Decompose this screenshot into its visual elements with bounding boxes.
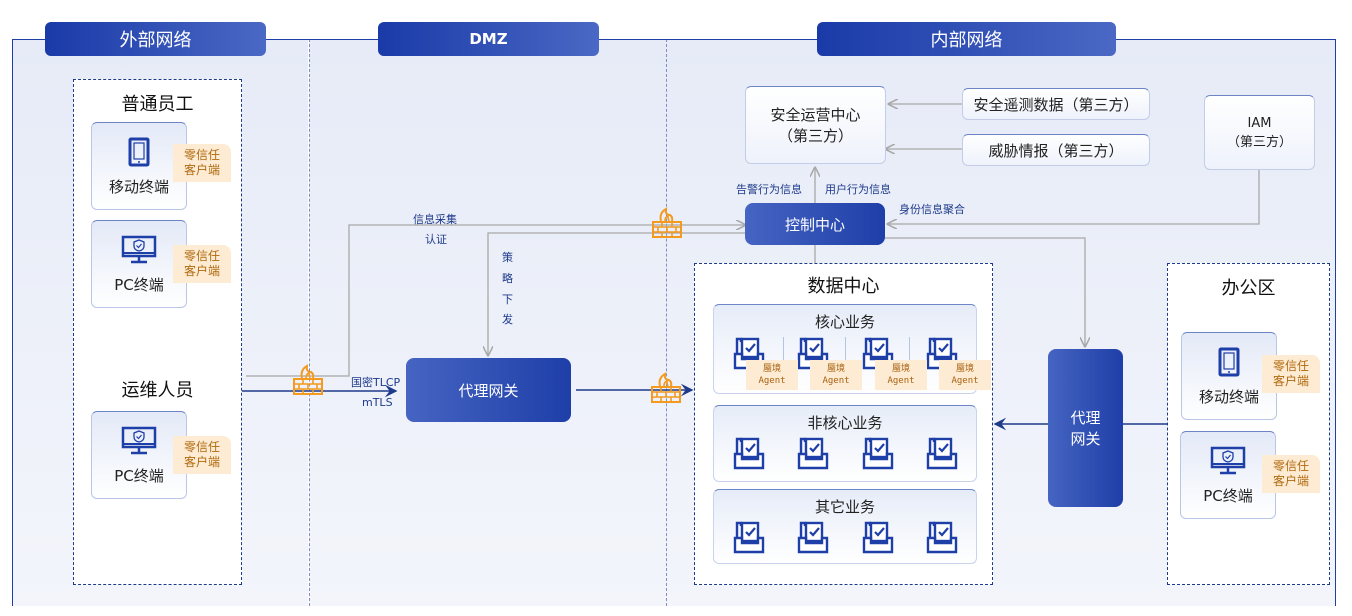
agent-tag-line: 蜃境 [762,364,781,374]
tag-line: 零信任 [183,249,220,263]
tag-line: 客户端 [1272,474,1309,488]
label-protocol-mtls: mTLS [362,396,393,409]
firewall-icon [292,364,324,400]
group-office: 办公区 [1167,263,1330,585]
label-policy-1: 策 [502,251,513,264]
tag-line: 零信任 [183,440,220,454]
agent-tag: 蜃境 Agent [939,360,991,390]
tag-line: 零信任 [1272,459,1309,473]
tablet-icon [1218,347,1240,381]
device-mobile-terminal[interactable]: 移动终端 [91,122,187,210]
agent-tag: 蜃境 Agent [875,360,927,390]
proxy-line2: 网关 [1070,430,1101,448]
biz-group-title: 其它业务 [814,498,875,516]
device-pc-terminal[interactable]: PC终端 [91,220,187,308]
monitor-shield-icon [1210,446,1246,480]
iam-line2: （第三方） [1226,134,1292,150]
device-label: PC终端 [1203,487,1253,505]
zero-trust-client-tag: 零信任 客户端 [173,245,231,283]
firewall-icon [650,372,682,408]
business-server-icon [862,437,894,475]
proxy-gateway-dmz[interactable]: 代理网关 [406,358,571,422]
line-policy [488,232,745,355]
group-title-office: 办公区 [1221,278,1276,299]
telemetry-box[interactable]: 安全遥测数据（第三方） [962,88,1150,120]
soc-line2: （第三方） [777,127,853,145]
agent-tag-line: 蜃境 [891,364,910,374]
label-policy-3: 下 [502,293,513,306]
tag-line: 零信任 [183,148,220,162]
business-server-icon [926,521,958,559]
monitor-shield-icon [121,235,157,269]
line-info-collect [246,225,745,377]
data-center: 数据中心 核心业务 非核心业务 其它业务 [694,263,993,585]
label-protocol-tlcp: 国密TLCP [351,376,401,389]
device-mobile-terminal-office[interactable]: 移动终端 [1181,332,1277,420]
separator [909,337,910,365]
agent-tag-line: Agent [951,376,979,386]
monitor-shield-icon [121,426,157,460]
agent-tag-line: Agent [822,376,850,386]
tag-line: 客户端 [183,455,220,469]
soc-box[interactable]: 安全运营中心 （第三方） [745,86,886,164]
business-server-icon [797,521,829,559]
biz-group-title: 核心业务 [814,313,875,331]
agent-tag-line: 蜃境 [826,364,845,374]
tag-line: 客户端 [1272,374,1309,388]
tag-line: 客户端 [183,163,220,177]
tag-line: 客户端 [183,264,220,278]
soc-line1: 安全运营中心 [770,106,861,124]
iam-box[interactable]: IAM （第三方） [1204,95,1315,170]
label-policy-4: 发 [502,313,513,326]
business-server-icon [733,521,765,559]
label-info-collect: 信息采集 [413,213,457,226]
device-label: PC终端 [114,467,164,485]
group-title-ops-staff: 运维人员 [121,380,194,401]
zone-title-dmz: DMZ [378,22,599,56]
label-auth: 认证 [425,233,447,246]
biz-group-title: 非核心业务 [807,414,883,432]
business-server-icon [797,437,829,475]
zone-title-external: 外部网络 [45,22,266,56]
line-iam-control [888,170,1260,224]
label-identity-agg: 身份信息聚合 [899,203,965,216]
tablet-icon [128,137,150,171]
separator [845,337,846,365]
proxy-line1: 代理 [1070,409,1101,427]
control-center[interactable]: 控制中心 [745,203,885,245]
threat-intel-box[interactable]: 威胁情报（第三方） [962,134,1150,166]
zone-title-internal: 内部网络 [817,22,1116,56]
label-policy-2: 略 [502,272,513,285]
device-label: 移动终端 [108,178,169,196]
firewall-icon [651,207,683,243]
agent-tag: 蜃境 Agent [746,360,798,390]
agent-tag: 蜃境 Agent [810,360,862,390]
agent-tag-line: 蜃境 [955,364,974,374]
group-title-regular-staff: 普通员工 [121,94,194,115]
label-alert-info: 告警行为信息 [736,183,802,196]
agent-tag-line: Agent [887,376,915,386]
label-user-behavior: 用户行为信息 [825,183,891,196]
business-server-icon [926,437,958,475]
zone-top-border [12,39,1336,40]
device-pc-terminal-office[interactable]: PC终端 [1180,431,1276,519]
separator [783,337,784,365]
device-label: 移动终端 [1198,388,1259,406]
tag-line: 零信任 [1272,359,1309,373]
data-center-title: 数据中心 [807,276,880,297]
zero-trust-client-tag: 零信任 客户端 [1262,355,1320,393]
device-pc-terminal-ops[interactable]: PC终端 [91,411,187,499]
zero-trust-client-tag: 零信任 客户端 [173,144,231,182]
line-control-proxy [885,237,1085,346]
agent-tag-line: Agent [758,376,786,386]
zero-trust-client-tag: 零信任 客户端 [1262,455,1320,493]
business-server-icon [862,521,894,559]
business-server-icon [733,437,765,475]
device-label: PC终端 [114,276,164,294]
iam-line1: IAM [1247,115,1272,131]
proxy-gateway-internal[interactable]: 代理 网关 [1048,349,1123,507]
zero-trust-client-tag: 零信任 客户端 [173,436,231,474]
